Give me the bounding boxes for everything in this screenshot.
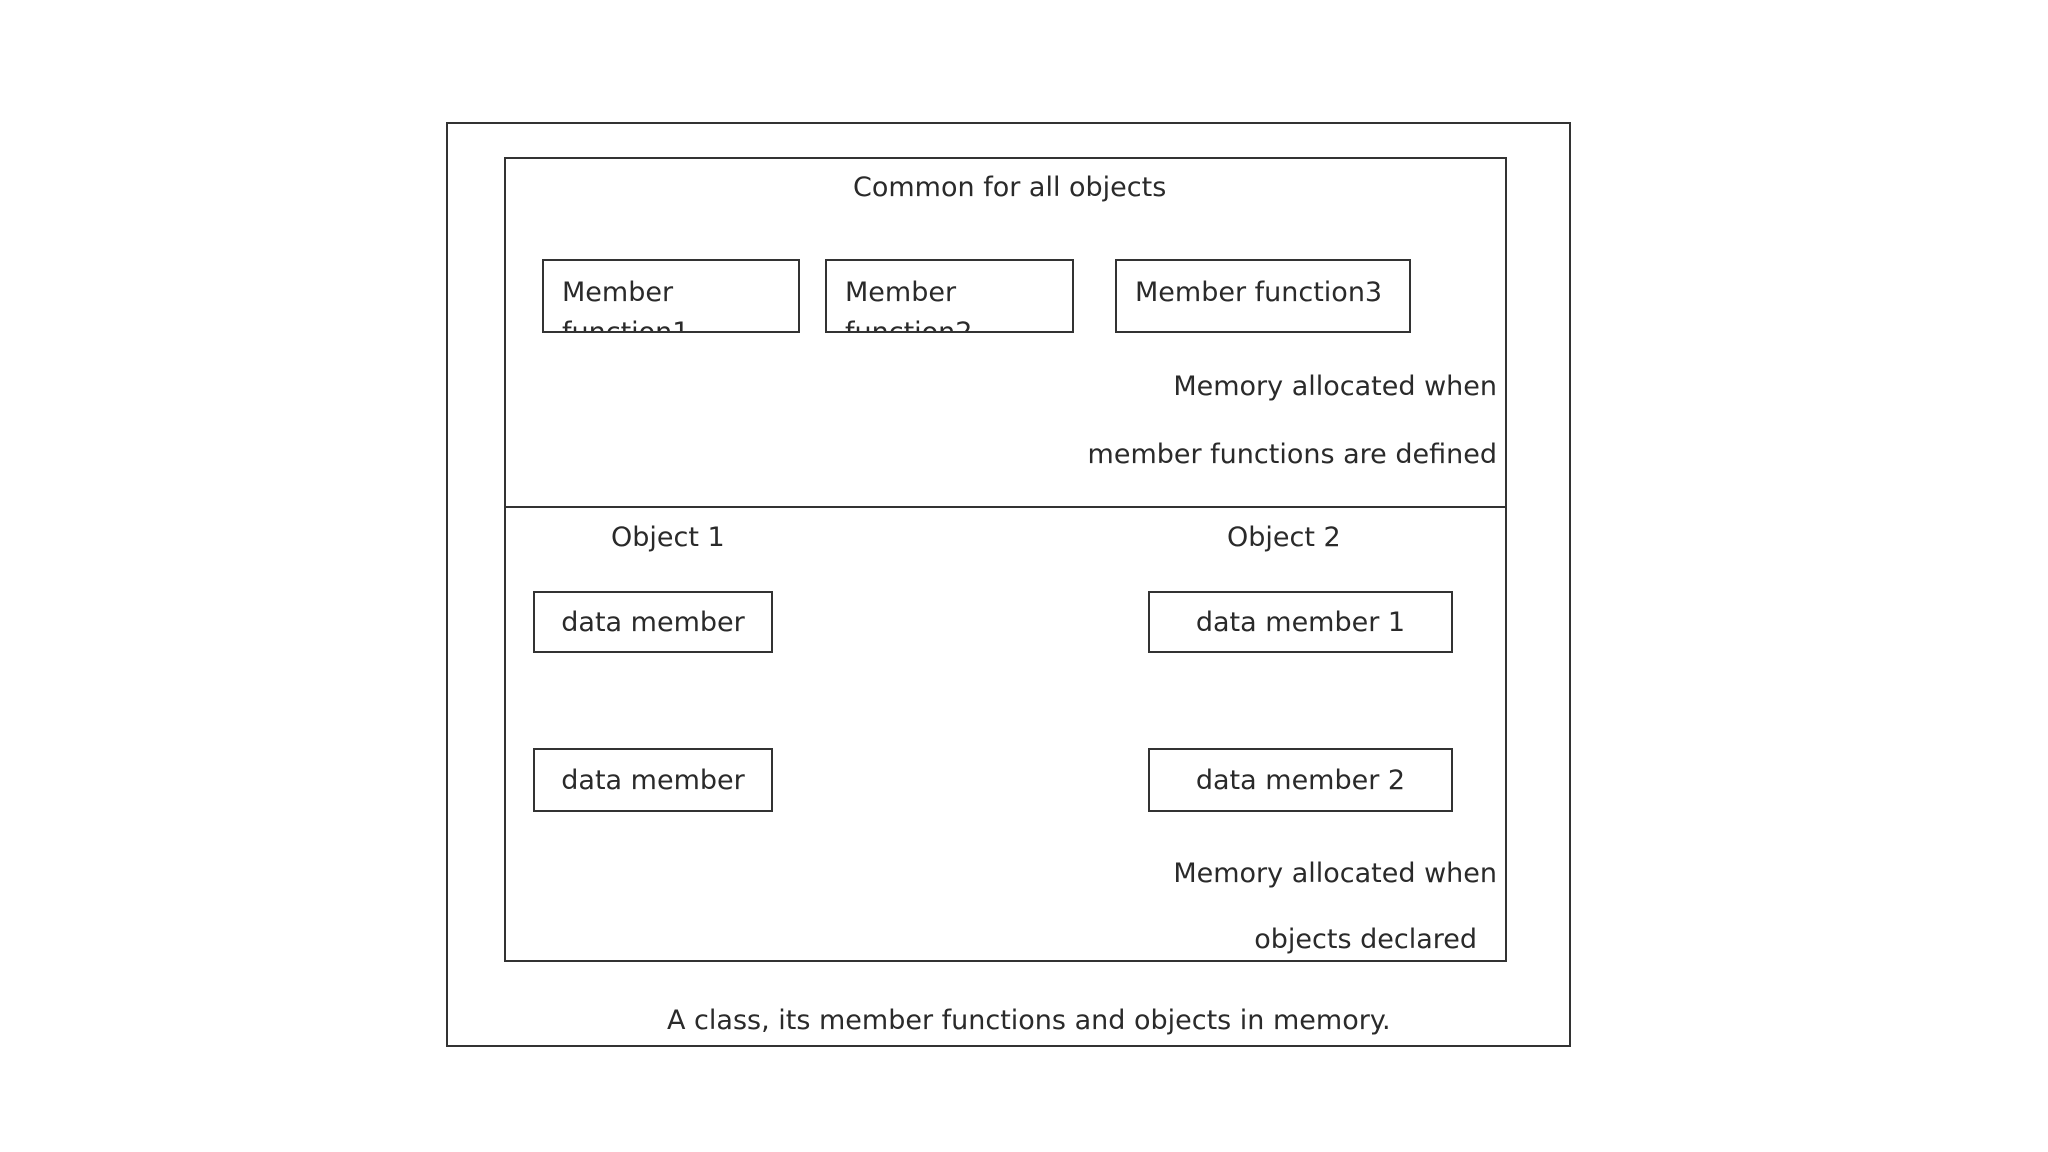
object-1-data-member-2-label: data member [561, 764, 745, 796]
object-2-data-member-1-label: data member 1 [1195, 606, 1406, 638]
member-function-3-label: Member function3 [1135, 277, 1383, 308]
objects-memory-note-line1: Memory allocated when [1173, 858, 1497, 889]
outer-frame [446, 122, 1571, 1047]
object-2-data-member-2-label: data member 2 [1195, 764, 1406, 796]
objects-memory-note-line2: objects declared [1254, 924, 1477, 955]
shared-memory-note-line1: Memory allocated when [1173, 371, 1497, 402]
member-function-1-label-line2: function1 [562, 317, 690, 333]
object-1-data-member-2-box: data member [533, 748, 773, 812]
shared-memory-note-line2: member functions are defined [1087, 439, 1497, 470]
object-1-title: Object 1 [611, 522, 725, 553]
object-1-data-member-1-box: data member [533, 591, 773, 653]
object-1-data-member-1-label: data member [561, 606, 745, 638]
diagram-caption: A class, its member functions and object… [667, 1005, 1391, 1036]
member-function-2-label: Member [845, 277, 957, 308]
shared-section-heading: Common for all objects [853, 172, 1167, 203]
member-function-2-label-line2: function2 [845, 317, 973, 333]
object-2-title: Object 2 [1227, 522, 1341, 553]
inner-frame [504, 157, 1507, 962]
member-function-1-box: Member function1 [542, 259, 800, 333]
section-divider [504, 506, 1507, 508]
member-function-2-box: Member function2 [825, 259, 1074, 333]
member-function-1-label: Member [562, 277, 674, 308]
object-2-data-member-2-box: data member 2 [1148, 748, 1453, 812]
object-2-data-member-1-box: data member 1 [1148, 591, 1453, 653]
member-function-3-box: Member function3 [1115, 259, 1411, 333]
